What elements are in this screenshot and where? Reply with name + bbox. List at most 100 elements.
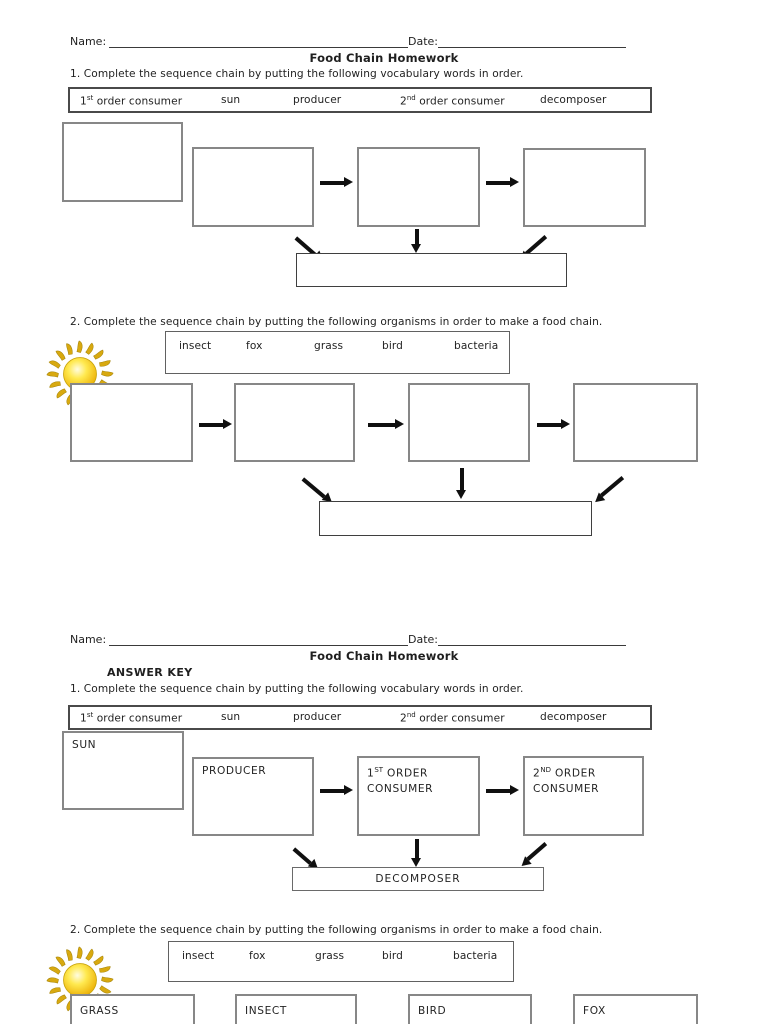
arrow-right-icon [537, 419, 570, 429]
answer-text: ORDER [550, 767, 596, 780]
word-bank-item: sun [221, 94, 241, 106]
answer-label: SUN [72, 739, 97, 751]
sequence-box-first-order-consumer: 1ST ORDER CONSUMER [357, 756, 480, 836]
arrow-right-icon [320, 785, 353, 795]
sequence-box-blank [62, 122, 183, 202]
word-bank-q2: insect fox grass bird bacteria [165, 331, 510, 374]
word-bank-item: producer [293, 711, 342, 723]
word-bank-item: 2nd order consumer [400, 94, 505, 108]
ordinal-superscript: st [86, 711, 94, 719]
sequence-box-blank [70, 383, 193, 462]
answer-label: PRODUCER [202, 765, 267, 777]
word-bank-item: insect [179, 340, 212, 352]
word-bank-item: 2nd order consumer [400, 711, 505, 725]
word-bank-item: grass [315, 950, 345, 962]
word-bank-item: decomposer [540, 711, 607, 723]
word-text: order consumer [93, 712, 183, 725]
sequence-box-blank [523, 148, 646, 227]
date-label: Date: [408, 35, 438, 48]
sequence-box-blank [573, 383, 698, 462]
word-bank-item: bacteria [453, 950, 498, 962]
arrow-diagonal-icon [292, 847, 312, 865]
arrow-down-icon [411, 839, 421, 867]
answer-text: 1 [367, 767, 375, 780]
ordinal-superscript: nd [406, 711, 416, 719]
word-bank-item: bacteria [454, 340, 499, 352]
answer-key-heading: ANSWER KEY [107, 666, 193, 679]
word-bank-item: 1st order consumer [80, 711, 182, 725]
word-bank-item: fox [246, 340, 263, 352]
arrow-right-icon [486, 177, 519, 187]
decomposer-box-blank [319, 501, 592, 536]
name-blank-line [109, 36, 408, 48]
sequence-box-sun: SUN [62, 731, 184, 810]
answer-label: INSECT [245, 1005, 287, 1017]
word-bank-item: bird [382, 950, 403, 962]
date-blank-line [438, 634, 626, 646]
ordinal-superscript: ND [540, 766, 551, 774]
sequence-box-blank [357, 147, 480, 227]
ordinal-superscript: nd [406, 94, 416, 102]
word-bank-item: sun [221, 711, 241, 723]
arrow-right-icon [199, 419, 232, 429]
answer-label: DECOMPOSER [375, 872, 461, 885]
answer-label: 2ND ORDER [525, 758, 642, 782]
word-bank-item: producer [293, 94, 342, 106]
arrow-diagonal-icon [526, 842, 548, 861]
date-label: Date: [408, 633, 438, 646]
sequence-box-blank [234, 383, 355, 462]
ordinal-superscript: ST [374, 766, 384, 774]
word-text: order consumer [93, 95, 183, 108]
arrow-right-icon [368, 419, 404, 429]
word-bank-item: bird [382, 340, 403, 352]
decomposer-box-blank [296, 253, 567, 287]
sequence-box-fox: FOX [573, 994, 698, 1024]
answer-text: 2 [533, 767, 541, 780]
word-text: order consumer [415, 95, 505, 108]
arrow-diagonal-icon [301, 477, 326, 499]
arrow-right-icon [486, 785, 519, 795]
sequence-box-insect: INSECT [235, 994, 357, 1024]
word-text: 1 [80, 95, 87, 108]
word-bank-item: 1st order consumer [80, 94, 182, 108]
name-date-row: Name: Date: [70, 633, 626, 646]
question-1-prompt: 1. Complete the sequence chain by puttin… [70, 683, 524, 695]
answer-label: FOX [583, 1005, 606, 1017]
date-blank-line [438, 36, 626, 48]
word-text: 2 [400, 712, 407, 725]
sequence-box-blank [192, 147, 314, 227]
answer-label: 1ST ORDER [359, 758, 478, 782]
word-bank-q1: 1st order consumer sun producer 2nd orde… [68, 87, 652, 113]
name-label: Name: [70, 35, 107, 48]
name-blank-line [109, 634, 408, 646]
name-date-row: Name: Date: [70, 35, 626, 48]
answer-label: CONSUMER [533, 782, 600, 795]
word-bank-item: decomposer [540, 94, 607, 106]
arrow-diagonal-icon [600, 476, 625, 498]
word-bank-item: insect [182, 950, 215, 962]
worksheet-title: Food Chain Homework [309, 51, 459, 65]
decomposer-box-answered: DECOMPOSER [292, 867, 544, 891]
word-bank-item: fox [249, 950, 266, 962]
word-bank-q2: insect fox grass bird bacteria [168, 941, 514, 982]
sequence-box-blank [408, 383, 530, 462]
word-text: 1 [80, 712, 87, 725]
word-text: 2 [400, 95, 407, 108]
ordinal-superscript: st [86, 94, 94, 102]
sequence-box-grass: GRASS [70, 994, 195, 1024]
arrow-down-icon [411, 229, 421, 253]
word-bank-q1: 1st order consumer sun producer 2nd orde… [68, 705, 652, 730]
sequence-box-bird: BIRD [408, 994, 532, 1024]
arrow-down-icon [456, 468, 466, 499]
arrow-right-icon [320, 177, 353, 187]
sequence-box-producer: PRODUCER [192, 757, 314, 836]
worksheet-title: Food Chain Homework [309, 649, 459, 663]
word-bank-item: grass [314, 340, 344, 352]
word-text: order consumer [415, 712, 505, 725]
question-2-prompt: 2. Complete the sequence chain by puttin… [70, 924, 603, 936]
question-2-prompt: 2. Complete the sequence chain by puttin… [70, 316, 603, 328]
answer-text: ORDER [383, 767, 428, 780]
sequence-box-second-order-consumer: 2ND ORDER CONSUMER [523, 756, 644, 836]
answer-label: BIRD [418, 1005, 447, 1017]
